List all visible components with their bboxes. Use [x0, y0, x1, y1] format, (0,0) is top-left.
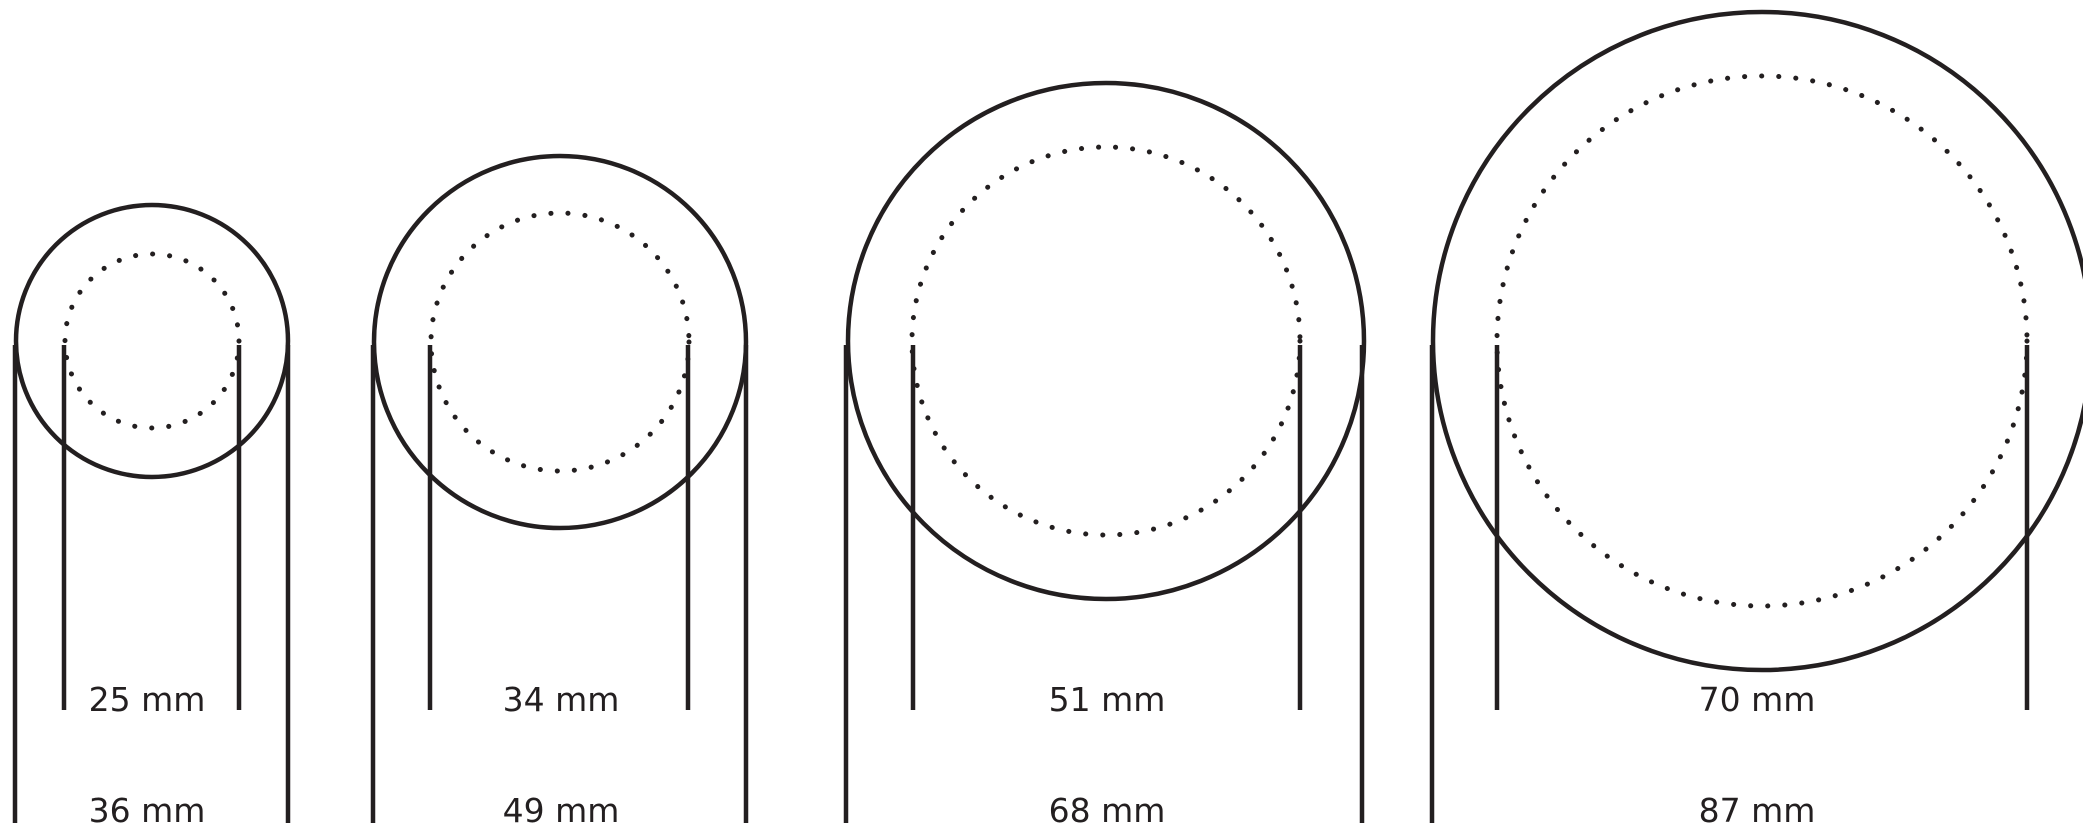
- inner-dotted-circle-2: [428, 210, 692, 474]
- outer-circle-2: [371, 153, 749, 531]
- inner-diameter-label-4: 70 mm: [1699, 680, 1816, 719]
- ring-group-4: 70 mm 87 mm: [1429, 9, 2083, 823]
- inner-diameter-label-2: 34 mm: [503, 680, 620, 719]
- inner-dotted-circle-3: [909, 144, 1303, 538]
- outer-diameter-label-2: 49 mm: [503, 791, 620, 823]
- outer-circle-4: [1430, 9, 2083, 673]
- outer-diameter-label-4: 87 mm: [1699, 791, 1816, 823]
- outer-diameter-label-1: 36 mm: [89, 791, 206, 823]
- ring-group-2: 34 mm 49 mm: [370, 153, 749, 823]
- ring-group-1: 25 mm 36 mm: [12, 202, 291, 823]
- outer-circle-3: [845, 80, 1367, 602]
- inner-diameter-label-3: 51 mm: [1049, 680, 1166, 719]
- inner-dotted-circle-1: [62, 251, 242, 431]
- ring-group-3: 51 mm 68 mm: [843, 80, 1367, 823]
- outer-diameter-label-3: 68 mm: [1049, 791, 1166, 823]
- inner-dotted-circle-4: [1494, 73, 2030, 609]
- inner-diameter-label-1: 25 mm: [89, 680, 206, 719]
- outer-circle-1: [13, 202, 291, 480]
